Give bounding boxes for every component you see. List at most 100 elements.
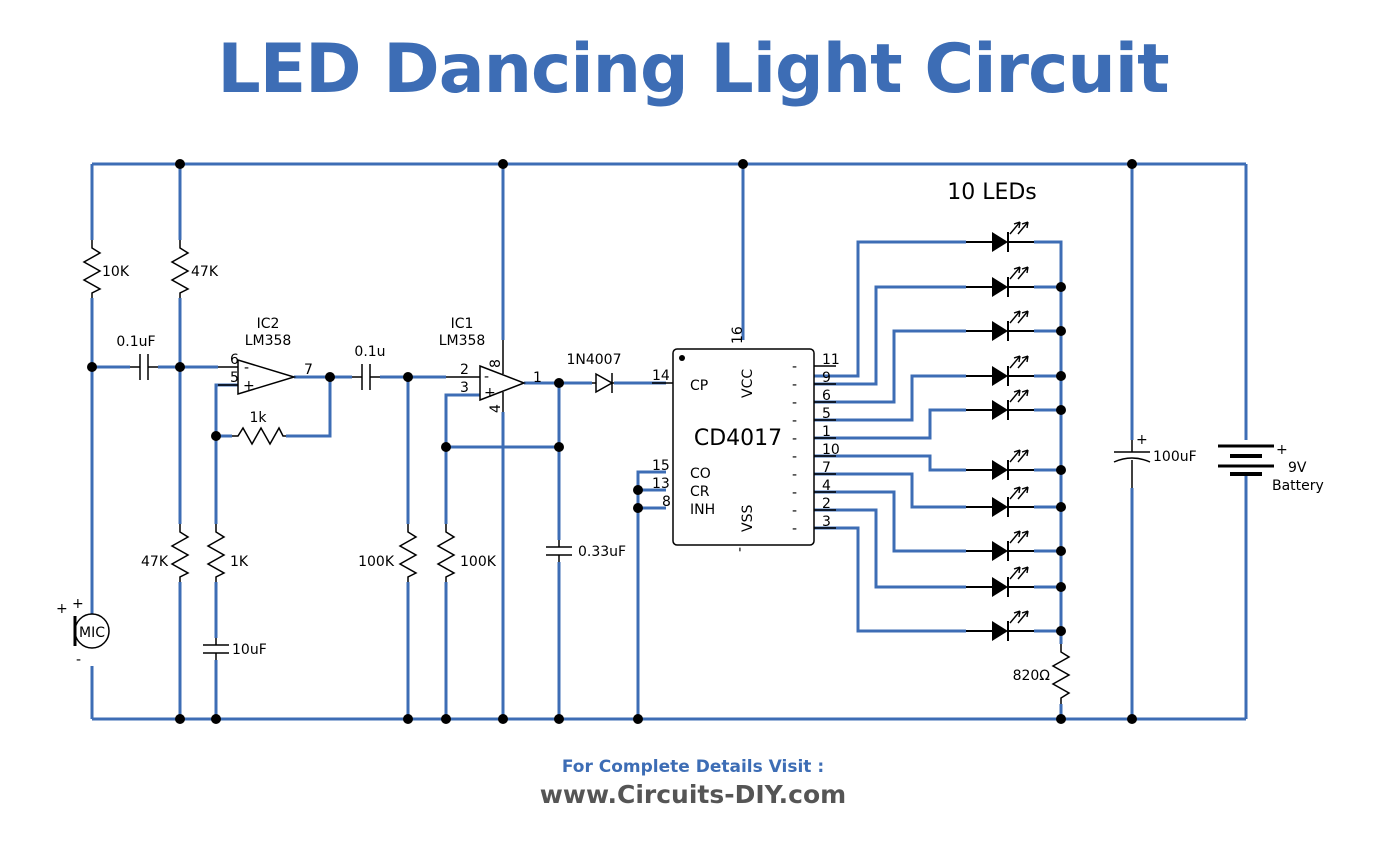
led [966, 486, 1034, 517]
svg-text:LM358: LM358 [439, 333, 486, 349]
led-light-arrow [1009, 486, 1021, 500]
cd4017-pin-dash: - [792, 359, 797, 375]
led-light-arrow [1017, 566, 1029, 580]
cd4017-pin-label: 1 [822, 424, 831, 440]
led [966, 221, 1034, 252]
footer-website: www.Circuits-DIY.com [539, 780, 847, 809]
svg-text:+: + [1276, 442, 1288, 458]
led-light-arrow [1017, 486, 1029, 500]
led-body [992, 321, 1008, 341]
capacitor-0.33uf: 0.33uF [546, 540, 626, 562]
battery-9v: + 9V Battery [1218, 442, 1324, 494]
cd4017-pin-label: 5 [822, 406, 831, 422]
led-body [992, 460, 1008, 480]
cd4017-pin-label: 6 [822, 388, 831, 404]
led [966, 610, 1034, 641]
svg-text:10K: 10K [102, 264, 130, 280]
led-cathode-bar [966, 366, 1034, 386]
led-body [992, 400, 1008, 420]
svg-text:LM358: LM358 [245, 333, 292, 349]
led-light-arrow [1017, 266, 1029, 280]
resistor-100k-a: 100K [358, 524, 418, 582]
cd4017-pin-dash: - [792, 485, 797, 501]
svg-text:IC2: IC2 [257, 316, 280, 332]
svg-text:9V: 9V [1288, 460, 1307, 476]
resistor-1k-feedback: 1k [232, 410, 286, 446]
cd4017-pin-dash: - [792, 413, 797, 429]
led-light-arrow [1017, 389, 1029, 403]
cd4017-ic: CD4017 14 CP 15 CO 13 CR 8 INH 16 VCC VS… [652, 326, 840, 552]
leds-label: 10 LEDs [947, 180, 1037, 205]
svg-text:+: + [56, 601, 68, 617]
led-light-arrow [1017, 449, 1029, 463]
svg-text:0.33uF: 0.33uF [578, 544, 626, 560]
svg-text:VCC: VCC [740, 369, 756, 398]
led [966, 449, 1034, 480]
led-light-arrow [1009, 221, 1021, 235]
cd4017-pin-dash: - [792, 431, 797, 447]
svg-text:CD4017: CD4017 [694, 426, 782, 451]
led-cathode-bar [966, 277, 1034, 297]
svg-text:MIC: MIC [79, 625, 105, 641]
svg-text:+: + [484, 385, 496, 401]
cd4017-pin-dash: - [792, 377, 797, 393]
resistor-1k-bias: 1K [206, 524, 249, 582]
led-light-arrow [1017, 310, 1029, 324]
svg-text:8: 8 [488, 359, 504, 368]
led-light-arrow [1017, 610, 1029, 624]
diode-1n4007: 1N4007 [566, 352, 622, 394]
led [966, 266, 1034, 297]
wires [90, 162, 1248, 721]
cd4017-output-pins: -11-9-6-5-1-10-7-4-2-3 [792, 352, 840, 537]
svg-text:14: 14 [652, 368, 670, 384]
led-light-arrow [1009, 566, 1021, 580]
svg-text:-: - [732, 547, 748, 552]
led-body [992, 366, 1008, 386]
led-array: 10 LEDs [947, 180, 1037, 641]
led-body [992, 621, 1008, 641]
led [966, 389, 1034, 420]
led-cathode-bar [966, 621, 1034, 641]
led-cathode-bar [966, 400, 1034, 420]
svg-text:5: 5 [230, 370, 239, 386]
capacitor-0.1uf: 0.1uF [116, 334, 158, 380]
cd4017-pin-dash: - [792, 521, 797, 537]
led [966, 310, 1034, 341]
svg-text:4: 4 [488, 404, 504, 413]
svg-text:1N4007: 1N4007 [566, 352, 621, 368]
capacitor-0.1u: 0.1u [352, 344, 386, 390]
cd4017-pin-label: 4 [822, 478, 831, 494]
svg-text:6: 6 [230, 352, 239, 368]
led-cathode-bar [966, 497, 1034, 517]
svg-text:VSS: VSS [740, 505, 756, 532]
svg-text:10uF: 10uF [232, 642, 267, 658]
svg-text:8: 8 [662, 494, 671, 510]
led-light-arrow [1017, 221, 1029, 235]
footer-visit-label: For Complete Details Visit : [561, 757, 825, 777]
led-light-arrow [1009, 610, 1021, 624]
svg-text:820Ω: 820Ω [1013, 668, 1051, 684]
svg-text:16: 16 [730, 326, 746, 344]
cd4017-pin-dash: - [792, 395, 797, 411]
diagram-title: LED Dancing Light Circuit [217, 30, 1169, 109]
svg-text:CR: CR [690, 484, 710, 500]
svg-text:-: - [484, 369, 489, 385]
cd4017-pin-label: 3 [822, 514, 831, 530]
led-light-arrow [1009, 310, 1021, 324]
svg-text:1K: 1K [230, 554, 249, 570]
svg-text:0.1uF: 0.1uF [116, 334, 155, 350]
led-cathode-bar [966, 321, 1034, 341]
svg-text:+: + [243, 378, 255, 394]
led-light-arrow [1009, 449, 1021, 463]
resistor-100k-b: 100K [436, 524, 497, 582]
svg-text:7: 7 [304, 362, 313, 378]
svg-text:+: + [1136, 432, 1148, 448]
ic2-opamp: - + 6 5 7 IC2 LM358 [218, 316, 313, 396]
led-light-arrow [1017, 530, 1029, 544]
svg-text:CP: CP [690, 378, 708, 394]
cd4017-pin-dash: - [792, 449, 797, 465]
cd4017-pin-label: 2 [822, 496, 831, 512]
svg-text:100uF: 100uF [1153, 449, 1197, 465]
svg-text:IC1: IC1 [451, 316, 474, 332]
